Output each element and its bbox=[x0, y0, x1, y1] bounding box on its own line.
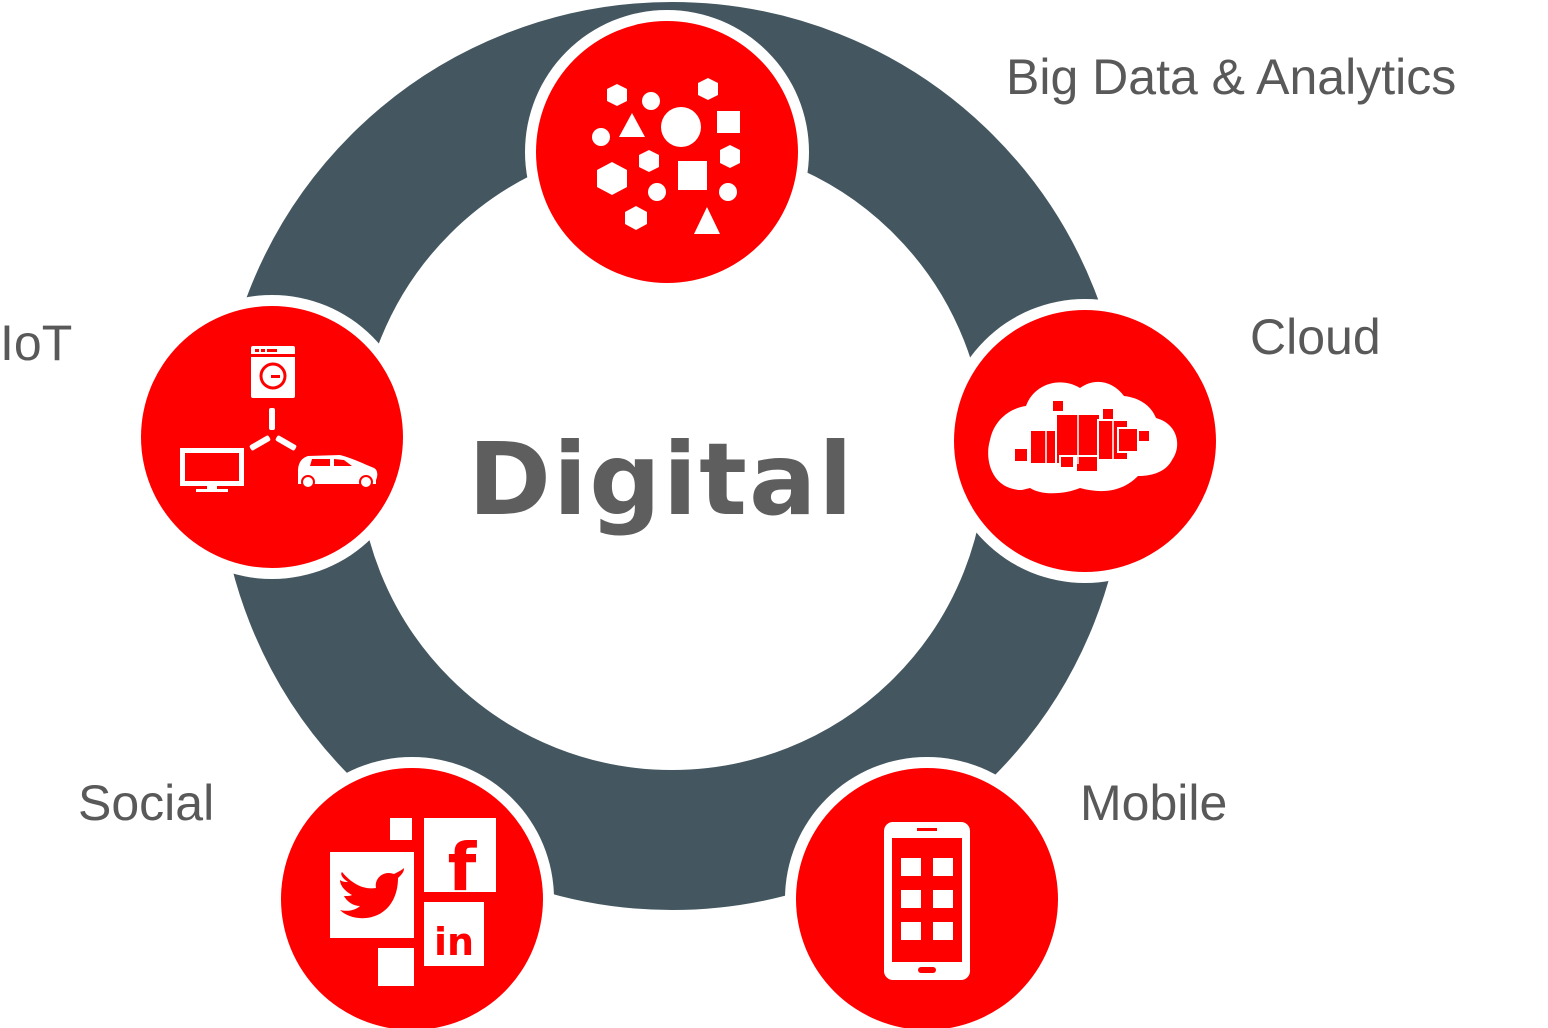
big-data-icon bbox=[592, 78, 740, 234]
center-title: Digital bbox=[468, 421, 855, 538]
label-cloud: Cloud bbox=[1250, 309, 1381, 365]
node-mobile bbox=[785, 757, 1069, 1028]
facebook-badge: f bbox=[448, 829, 478, 906]
label-big-data: Big Data & Analytics bbox=[1006, 49, 1457, 105]
node-big-data bbox=[525, 10, 809, 294]
node-iot bbox=[130, 295, 414, 579]
label-social: Social bbox=[78, 775, 215, 831]
iot-icon bbox=[180, 346, 378, 492]
mobile-icon bbox=[884, 822, 970, 980]
label-mobile: Mobile bbox=[1080, 775, 1228, 831]
linkedin-badge: in bbox=[434, 920, 474, 964]
node-cloud bbox=[943, 299, 1227, 583]
cloud-icon bbox=[988, 381, 1178, 494]
node-social: f in bbox=[270, 757, 554, 1028]
social-icon: f in bbox=[330, 818, 496, 986]
label-iot: IoT bbox=[0, 315, 73, 371]
